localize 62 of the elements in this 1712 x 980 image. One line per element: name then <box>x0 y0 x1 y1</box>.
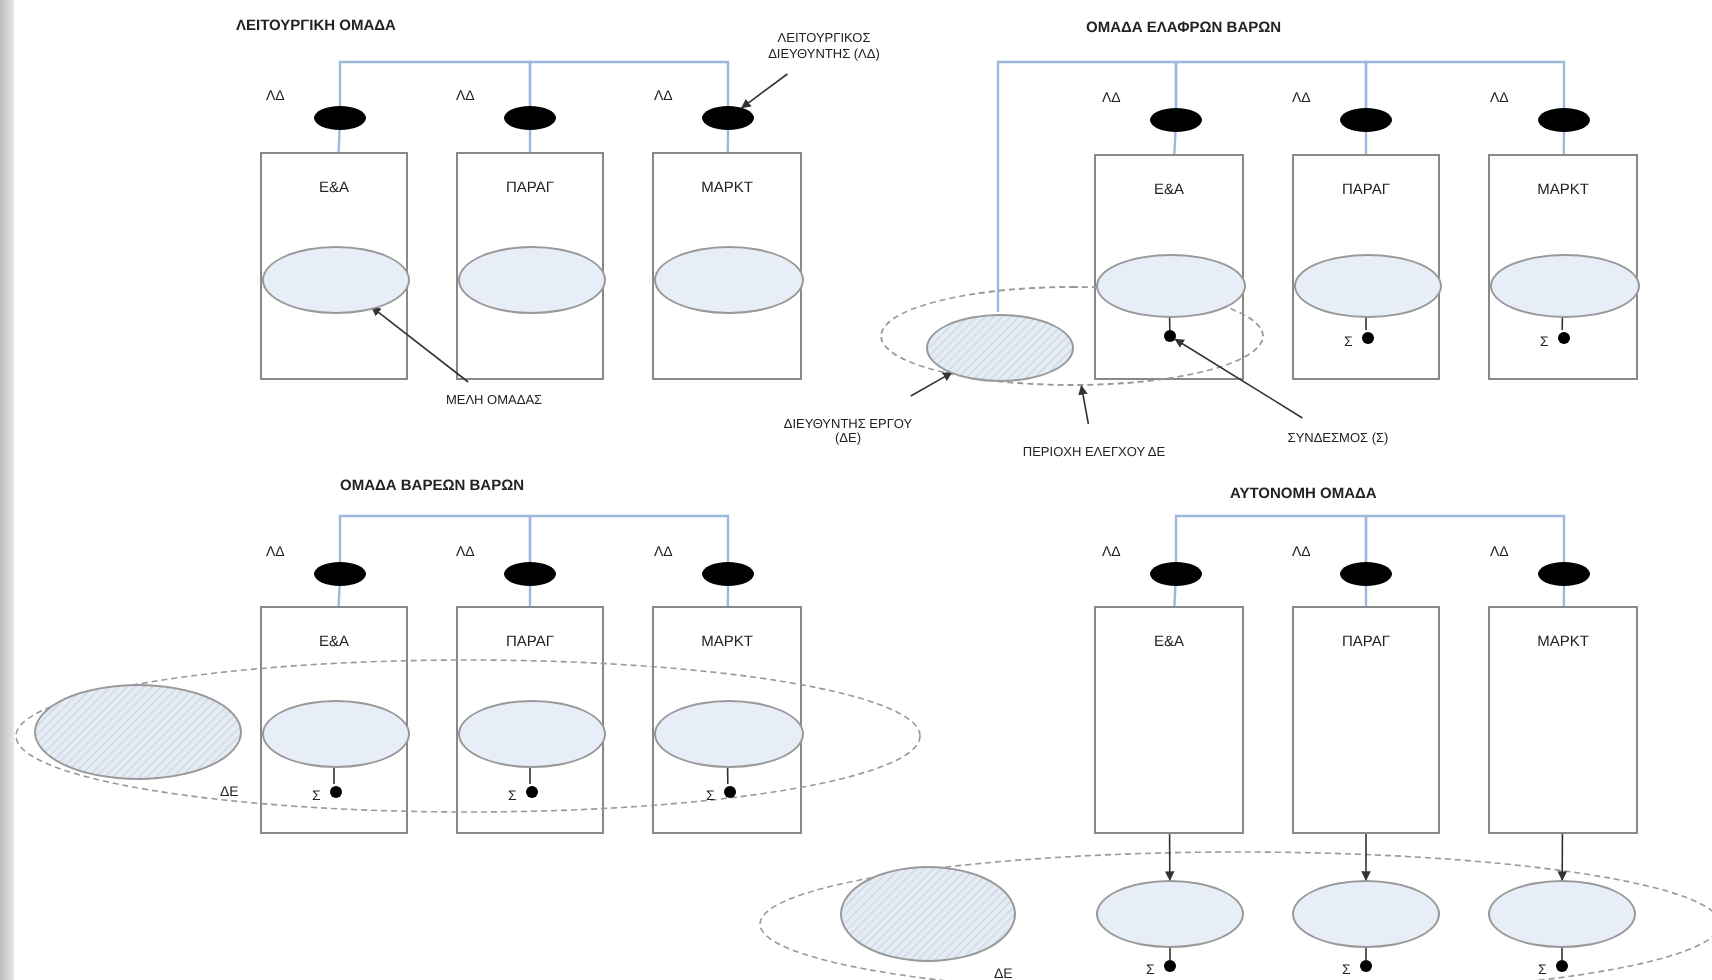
reporting-line <box>1562 586 1566 606</box>
department-column <box>1488 154 1638 380</box>
leader-arrow <box>1361 833 1371 881</box>
reporting-line <box>528 514 730 562</box>
reporting-line <box>528 130 532 152</box>
team-members-ellipse <box>654 700 804 768</box>
team-members-ellipse <box>262 700 410 768</box>
project-manager-circle <box>926 314 1074 382</box>
leader-arrow <box>1174 338 1304 419</box>
reporting-line <box>1174 514 1368 562</box>
team-members-ellipse <box>1294 254 1442 318</box>
reporting-line <box>528 586 532 606</box>
connector-line <box>726 765 729 785</box>
reporting-line <box>1173 131 1177 155</box>
department-column <box>652 152 802 380</box>
reporting-line <box>1173 585 1177 607</box>
department-column <box>260 152 408 380</box>
department-column <box>456 606 604 834</box>
connector-line <box>529 765 531 785</box>
department-column <box>652 606 802 834</box>
connector-line <box>1561 947 1563 961</box>
connector-line <box>1365 315 1367 331</box>
reporting-line <box>1364 586 1368 606</box>
leader-arrow <box>1078 385 1090 425</box>
connector-line <box>333 765 335 785</box>
reporting-line <box>1364 60 1566 108</box>
leader-arrow <box>1164 833 1175 881</box>
leader-arrow <box>741 73 789 109</box>
team-members-ellipse <box>458 700 606 768</box>
reporting-line <box>1562 132 1566 154</box>
department-column <box>1094 154 1244 380</box>
reporting-line <box>338 60 532 106</box>
reporting-line <box>528 60 730 106</box>
team-members-ellipse <box>1488 880 1636 948</box>
reporting-line <box>726 586 730 606</box>
team-members-ellipse <box>654 246 804 314</box>
department-column <box>1292 154 1440 380</box>
reporting-line <box>1364 132 1368 154</box>
leader-arrow <box>910 371 953 397</box>
department-column <box>260 606 408 834</box>
leader-arrow <box>371 306 469 383</box>
reporting-line <box>337 585 341 607</box>
team-members-ellipse <box>1490 254 1640 318</box>
reporting-line <box>726 130 730 152</box>
department-column <box>1094 606 1244 834</box>
connector-line <box>1365 947 1367 961</box>
department-column <box>456 152 604 380</box>
control-area-ellipse <box>880 286 1264 386</box>
team-members-ellipse <box>458 246 606 314</box>
reporting-line <box>1174 60 1368 108</box>
reporting-line <box>338 514 532 562</box>
reporting-line <box>996 60 1178 312</box>
team-members-ellipse <box>262 246 410 314</box>
reporting-line <box>1364 514 1566 562</box>
connector-line <box>1169 947 1171 961</box>
leader-arrow <box>1557 833 1568 881</box>
department-column <box>1292 606 1440 834</box>
link-dot <box>1164 330 1176 342</box>
reporting-line <box>337 129 341 153</box>
connector-line <box>1561 315 1564 331</box>
team-members-ellipse <box>1096 254 1246 318</box>
department-column <box>1488 606 1638 834</box>
